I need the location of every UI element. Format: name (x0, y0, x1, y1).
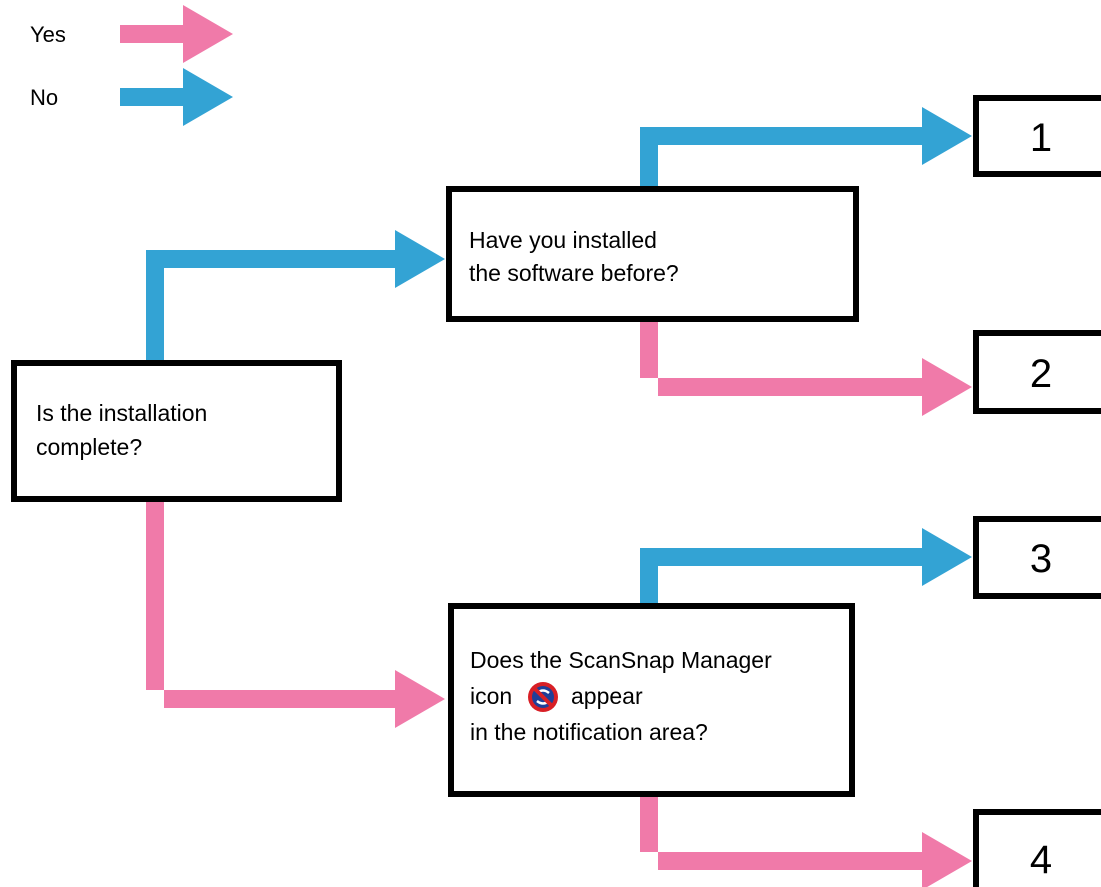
question-icon-appear: Does the ScanSnap Manager icon appear in… (448, 603, 855, 797)
outcome-1: 1 (973, 95, 1101, 177)
question-installed-before: Have you installed the software before? (446, 186, 859, 322)
no-arrow-to-installed-before (146, 230, 445, 360)
outcome-number: 3 (1030, 537, 1052, 581)
outcome-4: 4 (973, 809, 1101, 887)
outcome-number: 2 (1030, 352, 1052, 396)
outcome-2: 2 (973, 330, 1101, 414)
question-line-2-end: appear (571, 683, 643, 709)
question-box (11, 360, 342, 502)
question-line-2: complete? (36, 434, 142, 460)
question-installation-complete: Is the installation complete? (11, 360, 342, 502)
legend: Yes No (30, 5, 233, 126)
question-box (446, 186, 859, 322)
no-arrow-to-outcome-1 (640, 107, 972, 186)
yes-arrow-to-icon-appear (146, 502, 445, 728)
question-line-2: the software before? (469, 260, 679, 286)
legend-no-arrow (120, 68, 233, 126)
question-line-1: Is the installation (36, 400, 207, 426)
outcome-number: 4 (1030, 838, 1052, 882)
question-line-2-start: icon (470, 683, 512, 709)
question-line-1: Does the ScanSnap Manager (470, 647, 772, 673)
outcome-box (973, 95, 1101, 177)
no-arrow-to-outcome-3 (640, 528, 972, 603)
scansnap-manager-icon (528, 682, 558, 712)
legend-yes-label: Yes (30, 22, 66, 47)
yes-arrow-to-outcome-4 (640, 797, 972, 887)
legend-no-label: No (30, 85, 58, 110)
question-line-1: Have you installed (469, 227, 657, 253)
outcome-box (973, 330, 1101, 414)
question-box (448, 603, 855, 797)
outcome-box (973, 516, 1101, 599)
legend-yes-arrow (120, 5, 233, 63)
question-line-3: in the notification area? (470, 719, 708, 745)
outcome-box (973, 809, 1101, 887)
outcome-number: 1 (1030, 116, 1052, 160)
outcome-3: 3 (973, 516, 1101, 599)
yes-arrow-to-outcome-2 (640, 322, 972, 416)
